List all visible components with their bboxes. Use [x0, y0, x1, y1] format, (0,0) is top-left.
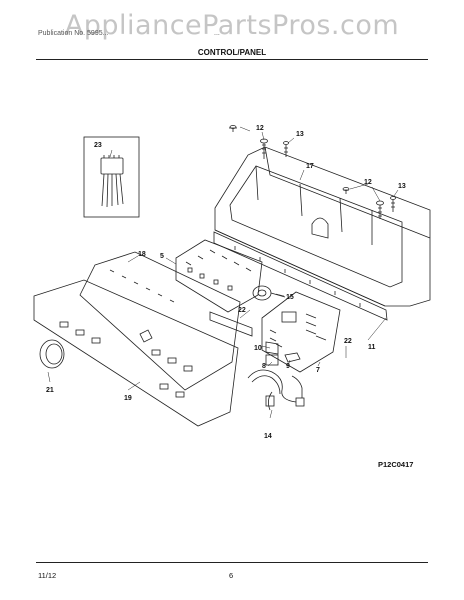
console-backsplash-17: [214, 146, 431, 307]
section-title: CONTROL/PANEL: [197, 48, 267, 57]
wire-connector-23: [100, 155, 124, 208]
footer-date: 11/12: [38, 571, 57, 580]
callout-15: 15: [286, 294, 294, 301]
callout-13-right: 13: [398, 183, 406, 190]
lens-strip-22: [209, 311, 253, 337]
rotary-encoder-15: [252, 285, 286, 301]
callout-5: 5: [160, 253, 164, 260]
footer-page-number: 6: [229, 571, 234, 580]
front-panel-19: [33, 279, 239, 427]
main-control-board-7: [261, 291, 341, 373]
callout-11: 11: [368, 344, 376, 351]
screw-12-right-b: [376, 200, 384, 219]
overlay-panel-18: [79, 251, 241, 391]
callout-8: 8: [262, 363, 266, 370]
callout-7: 7: [316, 367, 320, 374]
knob-21: [39, 339, 65, 369]
footer-rule: [36, 562, 428, 563]
callout-12: 12: [256, 125, 264, 132]
connector-inset-box: [83, 136, 140, 218]
callout-18: 18: [138, 251, 146, 258]
header-model-info: ...: [214, 30, 220, 37]
callout-13: 13: [296, 131, 304, 138]
figure-code: P12C0417: [378, 460, 414, 469]
leader-lines: [47, 126, 399, 419]
ui-board-5: [175, 239, 263, 313]
callout-22-left: 22: [238, 307, 246, 314]
callout-12-right: 12: [364, 179, 372, 186]
watermark: AppliancePartsPros.com: [64, 10, 400, 41]
screw-12-top: [229, 125, 237, 132]
part-10: [265, 341, 279, 355]
callout-14: 14: [264, 433, 272, 440]
screw-12-right-a: [342, 187, 350, 194]
callout-9: 9: [286, 363, 290, 370]
part-8: [265, 354, 279, 366]
callout-23: 23: [94, 142, 102, 149]
callout-21: 21: [46, 387, 54, 394]
callout-17: 17: [306, 163, 314, 170]
callout-10: 10: [254, 345, 262, 352]
header-rule: [36, 59, 428, 60]
wire-harness-14: [247, 369, 305, 411]
part-9: [284, 352, 301, 363]
screw-13-right: [390, 196, 396, 212]
publication-number: Publication No. 5995...: [38, 30, 109, 37]
screw-13-top: [283, 141, 289, 157]
callout-19: 19: [124, 395, 132, 402]
callout-22-right: 22: [344, 338, 352, 345]
bracket-strip-11: [213, 231, 388, 321]
